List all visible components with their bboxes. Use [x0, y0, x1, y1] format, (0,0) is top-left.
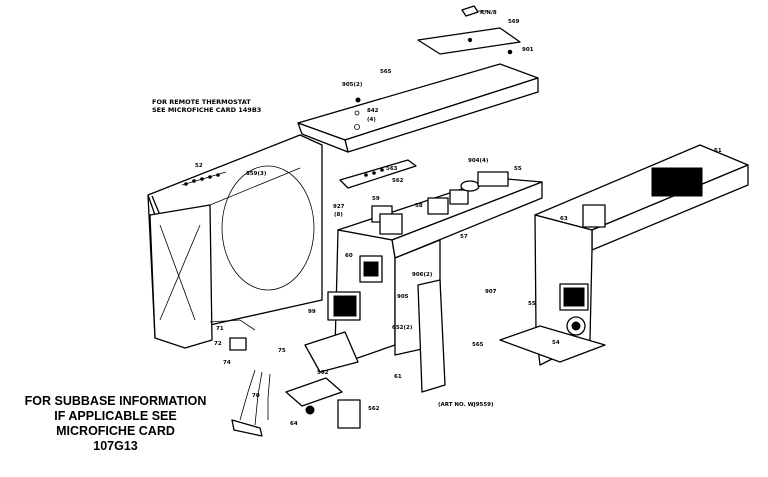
callout-652: 652(2) — [392, 325, 413, 331]
callout-screw-top: 901 — [522, 47, 534, 53]
callout-64: 64 — [290, 421, 298, 427]
subbase-note-line4: 107G13 — [93, 439, 138, 453]
callout-right-63: 63 — [560, 216, 568, 222]
callout-52: 52 — [195, 163, 203, 169]
top-cover-plate — [417, 27, 521, 55]
callout-99: 99 — [308, 309, 316, 315]
right-control-box — [499, 144, 749, 366]
remote-thermostat-note-line2: SEE MICROFICHE CARD 149B3 — [152, 106, 261, 114]
callout-74: 74 — [223, 360, 231, 366]
callout-565b: 565 — [472, 342, 484, 348]
shroud-screw-row — [181, 171, 227, 186]
callout-57: 57 — [460, 234, 468, 240]
callout-72: 72 — [214, 341, 222, 347]
callout-562: 562 — [392, 178, 404, 184]
relays — [371, 171, 509, 235]
fan-shroud-panel — [147, 134, 323, 349]
callout-59: 59 — [372, 196, 380, 202]
callout-927: 927 — [333, 204, 345, 210]
callout-75: 75 — [278, 348, 286, 354]
callout-841: (4) — [367, 117, 376, 123]
callout-right-51: 51 — [714, 148, 722, 154]
callout-right-54: 54 — [552, 340, 560, 346]
callout-906: 906(2) — [412, 272, 433, 278]
callout-562b: 562 — [317, 370, 329, 376]
subbase-note: FOR SUBBASE INFORMATION IF APPLICABLE SE… — [8, 394, 223, 454]
relay-bracket — [339, 159, 417, 189]
back-panel — [297, 49, 539, 153]
subbase-note-line3: MICROFICHE CARD — [56, 424, 175, 438]
callout-58: 58 — [415, 203, 423, 209]
art-number: (ART NO. WJ9559) — [438, 402, 494, 408]
callout-screw-565: 905(2) — [342, 82, 363, 88]
callout-right-55: 55 — [528, 301, 536, 307]
callout-859: 859(3) — [246, 171, 267, 177]
callout-back-panel: 565 — [380, 69, 392, 75]
callout-55: 55 — [514, 166, 522, 172]
callout-563: 563 — [386, 166, 398, 172]
callout-top-label: R/N/8 — [480, 10, 497, 16]
callout-842: 842 — [367, 108, 379, 114]
subbase-note-line1: FOR SUBBASE INFORMATION — [24, 394, 207, 408]
bottom-plate — [285, 377, 343, 415]
callout-907: 907 — [485, 289, 497, 295]
remote-thermostat-note-line1: FOR REMOTE THERMOSTAT — [152, 98, 251, 106]
callout-905: 905 — [397, 294, 409, 300]
callout-904: 904(4) — [468, 158, 489, 164]
callout-927b: (8) — [334, 212, 343, 218]
wire-harness — [231, 369, 271, 437]
callout-70: 70 — [252, 393, 260, 399]
callout-cover-plate: 569 — [508, 19, 520, 25]
callout-71: 71 — [216, 326, 224, 332]
side-cover-plate — [417, 279, 446, 393]
bottom-bracket — [337, 399, 361, 429]
callout-60: 60 — [345, 253, 353, 259]
subbase-note-line2: IF APPLICABLE SEE — [54, 409, 177, 423]
small-switch — [209, 319, 256, 351]
small-transformer — [359, 255, 383, 283]
callout-562c: 562 — [368, 406, 380, 412]
top-small-part — [461, 5, 488, 17]
large-transformer — [327, 291, 361, 321]
callout-61: 61 — [394, 374, 402, 380]
